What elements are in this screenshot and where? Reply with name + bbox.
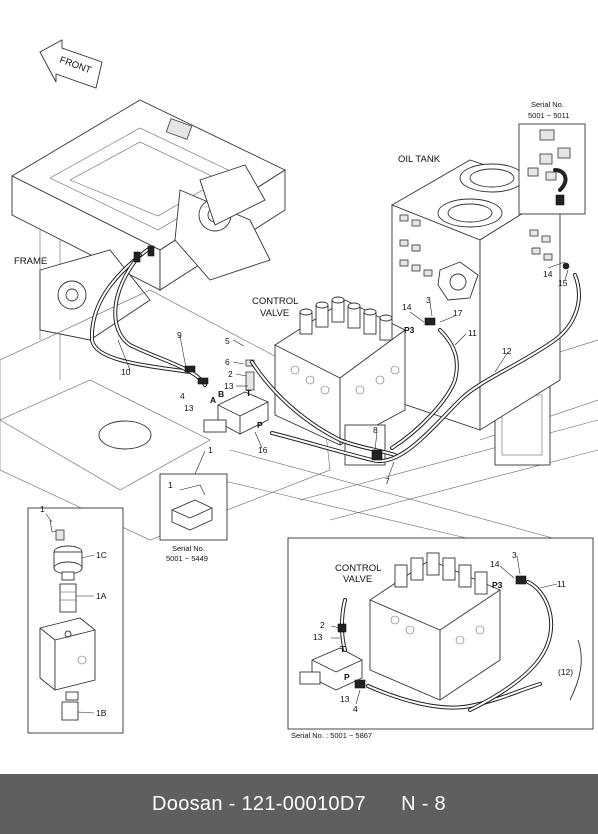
port-a: A <box>210 395 216 405</box>
footer-separator: - <box>222 792 242 815</box>
serial-inset-mid: Serial No. 5001 ~ 5449 <box>159 450 228 563</box>
footer-part-number: 121-00010D7 <box>241 792 366 815</box>
footer-page: N - 8 <box>401 792 446 815</box>
callout-1b: 1B <box>96 708 107 718</box>
oil-tank-label: OIL TANK <box>398 154 441 165</box>
callout-14-tank: 14 <box>543 269 553 279</box>
hydraulic-assembly-diagram: FRONT <box>0 39 598 740</box>
port-p: P <box>257 420 263 430</box>
serial-top-line2: 5001 ~ 5011 <box>528 111 569 120</box>
callout-13b: 13 <box>184 403 194 413</box>
callout-10: 10 <box>121 367 131 377</box>
callout-3: 3 <box>426 295 431 305</box>
serial-bottom-label: Serial No. : 5001 ~ 5867 <box>291 731 372 740</box>
footer-gap <box>366 793 401 816</box>
callout-2: 2 <box>228 369 233 379</box>
inset-callout-12: (12) <box>558 667 573 677</box>
callout-13: 13 <box>224 381 234 391</box>
footer-brand: Doosan <box>152 792 223 815</box>
callout-1-main: 1 <box>208 445 213 455</box>
inset-control-label-line2: VALVE <box>343 574 372 585</box>
hydraulic-hoses <box>89 245 581 464</box>
frame-label: FRAME <box>14 256 47 267</box>
inset-callout-13b: 13 <box>340 694 350 704</box>
inset-callout-4: 4 <box>353 704 358 714</box>
inset-callout-2: 2 <box>320 620 325 630</box>
control-valve-main <box>274 296 406 466</box>
callout-1-exploded: 1 <box>40 504 45 514</box>
callout-9: 9 <box>177 330 182 340</box>
serial-inset-top: Serial No. 5001 ~ 5011 <box>518 100 586 215</box>
inset-callout-3: 3 <box>512 550 517 560</box>
inset-port-p3: P3 <box>492 580 503 590</box>
callouts: 1 2 3 4 5 6 7 8 9 10 11 12 13 13 14 14 1… <box>40 269 573 718</box>
callout-16: 16 <box>258 445 268 455</box>
inset-callout-14: 14 <box>490 559 500 569</box>
callout-1a: 1A <box>96 591 107 601</box>
callout-8: 8 <box>373 425 378 435</box>
callout-12: 12 <box>502 346 512 356</box>
front-direction-arrow: FRONT <box>39 39 103 89</box>
inset-callout-11: 11 <box>557 579 566 589</box>
callout-1c: 1C <box>96 550 107 560</box>
port-p3: P3 <box>404 325 415 335</box>
callout-7: 7 <box>385 476 390 486</box>
callout-11: 11 <box>468 328 477 338</box>
callout-6: 6 <box>225 357 230 367</box>
callout-1-inset: 1 <box>168 480 173 490</box>
callout-15: 15 <box>558 278 568 288</box>
control-valve-label-line2: VALVE <box>260 308 289 319</box>
inset-port-p: P <box>344 672 350 682</box>
tank-fittings <box>399 214 553 277</box>
inset-port-t: T <box>340 644 346 654</box>
serial-mid-line1: Serial No. <box>172 544 205 553</box>
control-valve-label-line1: CONTROL <box>252 296 298 307</box>
port-t: T <box>246 388 252 398</box>
callout-14: 14 <box>402 302 412 312</box>
leader-lines <box>45 261 569 714</box>
footer-bar: Doosan - 121-00010D7 N - 8 <box>0 774 598 834</box>
control-valve-inset: CONTROL VALVE Serial No. : 5001 ~ 5867 <box>287 537 594 740</box>
serial-top-line1: Serial No. <box>531 100 564 109</box>
callout-5: 5 <box>225 336 230 346</box>
solenoid-valve-assembly <box>203 359 269 435</box>
serial-mid-line2: 5001 ~ 5449 <box>166 554 208 563</box>
callout-4: 4 <box>180 391 185 401</box>
solenoid-exploded-inset <box>27 507 124 734</box>
inset-control-label-line1: CONTROL <box>335 563 381 574</box>
inset-callout-13: 13 <box>313 632 323 642</box>
callout-17: 17 <box>453 308 463 318</box>
port-b: B <box>218 389 224 399</box>
oil-tank <box>390 159 562 431</box>
